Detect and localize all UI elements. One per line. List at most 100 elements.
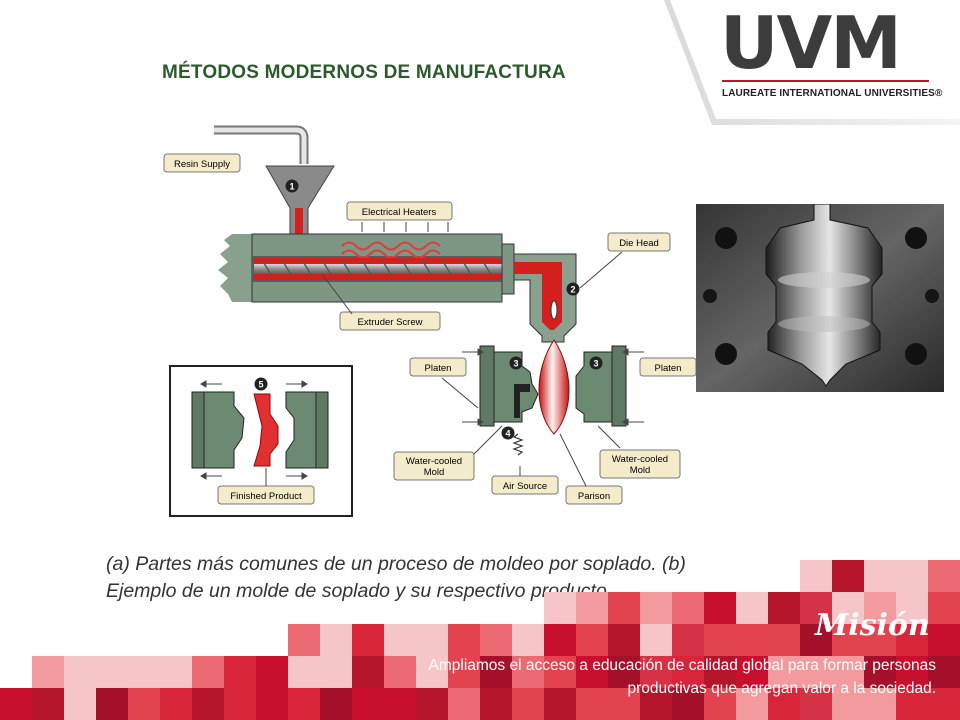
svg-text:1: 1 bbox=[289, 182, 294, 192]
mosaic-tile bbox=[672, 624, 704, 656]
mold-left bbox=[479, 345, 539, 427]
mosaic-tile bbox=[864, 688, 896, 720]
mosaic-tile bbox=[256, 656, 288, 688]
mosaic-tile bbox=[768, 656, 800, 688]
mosaic-tile bbox=[32, 688, 64, 720]
mosaic-tile bbox=[800, 688, 832, 720]
mosaic-tile bbox=[544, 656, 576, 688]
svg-text:Parison: Parison bbox=[578, 491, 610, 502]
mosaic-tile bbox=[32, 656, 64, 688]
mosaic-tile bbox=[384, 656, 416, 688]
mosaic-tile bbox=[448, 688, 480, 720]
svg-text:Resin Supply: Resin Supply bbox=[174, 159, 230, 170]
mosaic-tile bbox=[672, 656, 704, 688]
svg-text:Platen: Platen bbox=[655, 363, 682, 374]
air-source-spring bbox=[512, 433, 524, 456]
mosaic-tile bbox=[288, 624, 320, 656]
svg-text:5: 5 bbox=[258, 380, 263, 390]
mosaic-tile bbox=[768, 688, 800, 720]
mosaic-tile bbox=[832, 656, 864, 688]
label-resin-supply: Resin Supply bbox=[163, 153, 241, 173]
svg-text:Die Head: Die Head bbox=[619, 238, 659, 249]
svg-text:Mold: Mold bbox=[424, 467, 445, 478]
mosaic-tile bbox=[224, 688, 256, 720]
logo-rule bbox=[722, 80, 929, 82]
label-air-source: Air Source bbox=[491, 466, 559, 495]
mosaic-tile bbox=[64, 656, 96, 688]
mold-right bbox=[575, 345, 627, 427]
label-die-head: Die Head bbox=[579, 232, 671, 289]
mosaic-tile bbox=[800, 560, 832, 592]
step-marker-1 bbox=[285, 179, 299, 193]
svg-text:3: 3 bbox=[513, 359, 518, 369]
heater-arrows bbox=[361, 222, 449, 232]
mosaic-tile bbox=[480, 656, 512, 688]
blow-molding-diagram: Resin Supply 1 Electrical Heaters bbox=[162, 122, 704, 522]
mosaic-tile bbox=[832, 624, 864, 656]
logo-background bbox=[664, 0, 960, 125]
mosaic-tile bbox=[800, 592, 832, 624]
mosaic-tile bbox=[448, 656, 480, 688]
mosaic-tile bbox=[352, 688, 384, 720]
page-title: MÉTODOS MODERNOS DE MANUFACTURA bbox=[162, 62, 566, 83]
mosaic-tile bbox=[928, 560, 960, 592]
mission-line-1: Ampliamos el acceso a educación de calid… bbox=[428, 657, 936, 674]
mosaic-tile bbox=[288, 688, 320, 720]
mosaic-tile bbox=[864, 560, 896, 592]
mosaic-tile bbox=[512, 624, 544, 656]
mosaic-tile bbox=[256, 688, 288, 720]
mosaic-tile bbox=[768, 592, 800, 624]
mosaic-tile bbox=[320, 688, 352, 720]
mosaic-tile bbox=[672, 592, 704, 624]
svg-text:2: 2 bbox=[570, 285, 575, 295]
mosaic-tile bbox=[224, 656, 256, 688]
mosaic-tile bbox=[928, 624, 960, 656]
mosaic-tile bbox=[192, 688, 224, 720]
mosaic-tile bbox=[352, 624, 384, 656]
mosaic-tile bbox=[704, 656, 736, 688]
mosaic-tile bbox=[896, 688, 928, 720]
die-head bbox=[513, 253, 577, 343]
mosaic-tile bbox=[416, 624, 448, 656]
mosaic-tile bbox=[416, 656, 448, 688]
mosaic-tile bbox=[416, 688, 448, 720]
mosaic-tile bbox=[544, 688, 576, 720]
parison bbox=[538, 339, 570, 435]
mosaic-tile bbox=[576, 656, 608, 688]
mosaic-tile bbox=[864, 592, 896, 624]
mosaic-tile bbox=[512, 656, 544, 688]
step-marker-4 bbox=[501, 426, 515, 440]
mosaic-tile bbox=[0, 688, 32, 720]
mosaic-tile bbox=[288, 656, 320, 688]
mosaic-tile bbox=[608, 688, 640, 720]
svg-text:4: 4 bbox=[505, 429, 510, 439]
mosaic-tile bbox=[608, 656, 640, 688]
mosaic-tile bbox=[448, 624, 480, 656]
finished-product-inset: 5 Finished Product bbox=[169, 365, 353, 517]
mosaic-tile bbox=[384, 688, 416, 720]
mosaic-tile bbox=[608, 592, 640, 624]
mosaic-tile bbox=[192, 656, 224, 688]
logo-tagline: LAUREATE INTERNATIONAL UNIVERSITIES® bbox=[722, 88, 943, 99]
mosaic-tile bbox=[544, 592, 576, 624]
mosaic-tile bbox=[896, 560, 928, 592]
label-parison: Parison bbox=[559, 433, 623, 505]
mosaic-tile bbox=[736, 656, 768, 688]
svg-text:Air Source: Air Source bbox=[503, 481, 547, 492]
footer-mosaic bbox=[0, 560, 960, 720]
mosaic-tile bbox=[384, 624, 416, 656]
step-marker-3-left bbox=[509, 356, 523, 370]
mosaic-tile bbox=[480, 624, 512, 656]
caption-line-1: (a) Partes más comunes de un proceso de … bbox=[106, 553, 686, 575]
mosaic-tile bbox=[800, 656, 832, 688]
extruder-screw bbox=[254, 264, 502, 274]
mosaic-tile bbox=[608, 624, 640, 656]
svg-text:Water-cooled: Water-cooled bbox=[612, 454, 668, 465]
label-extruder-screw: Extruder Screw bbox=[321, 273, 441, 331]
mosaic-tile bbox=[832, 592, 864, 624]
mosaic-tile bbox=[736, 592, 768, 624]
mosaic-tile bbox=[896, 624, 928, 656]
mosaic-tile bbox=[128, 656, 160, 688]
mosaic-tile bbox=[640, 592, 672, 624]
mosaic-tile bbox=[800, 624, 832, 656]
